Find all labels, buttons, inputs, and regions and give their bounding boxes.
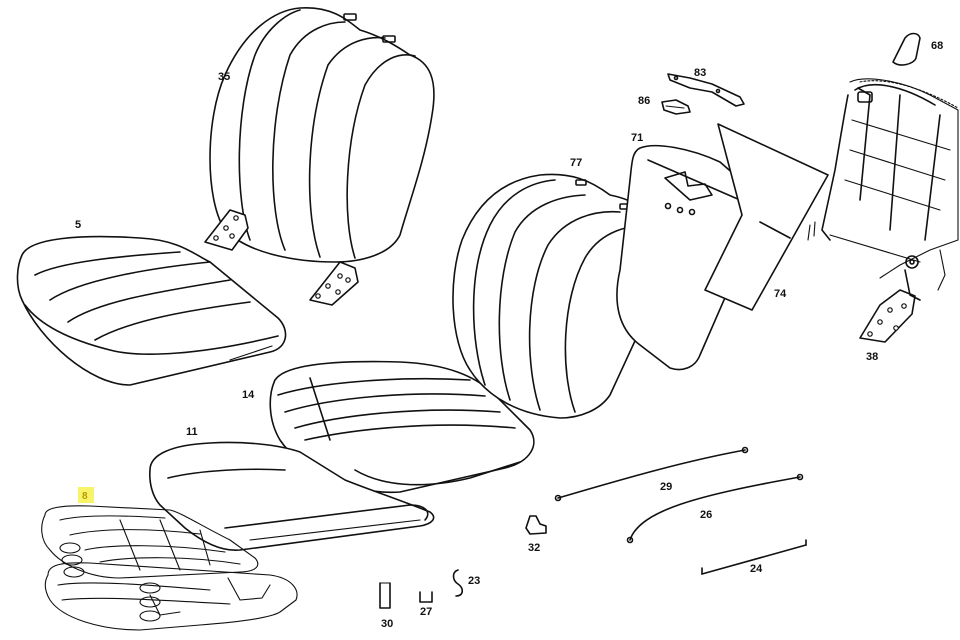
part-71-backrest-shell[interactable] (616, 144, 761, 371)
callout-77: 77 (570, 157, 582, 169)
part-11-seat-pad[interactable] (149, 441, 435, 551)
part-29-cable[interactable] (554, 446, 749, 502)
callout-38: 38 (866, 351, 878, 363)
part-68-guide-cap[interactable] (892, 32, 921, 66)
callout-35: 35 (218, 71, 230, 83)
callout-71: 71 (631, 132, 643, 144)
part-30-sleeve[interactable] (379, 582, 391, 609)
highlight-marker (78, 487, 94, 503)
callout-5: 5 (75, 219, 81, 231)
part-5-seat-cushion[interactable] (16, 235, 287, 386)
part-86-clip[interactable] (661, 99, 691, 115)
callout-26: 26 (700, 509, 712, 521)
callout-11: 11 (186, 426, 198, 438)
callout-14: 14 (242, 389, 255, 401)
part-32-clamp[interactable] (525, 515, 547, 535)
callout-30: 30 (381, 618, 393, 630)
callout-74: 74 (774, 288, 787, 300)
part-14-seat-upper[interactable] (269, 360, 535, 493)
callout-68: 68 (931, 40, 943, 52)
callout-32: 32 (528, 542, 540, 554)
part-27-clip[interactable] (419, 591, 433, 603)
part-23-spring-hook[interactable] (452, 569, 464, 597)
part-77-backrest-rear[interactable] (452, 173, 670, 419)
part-35-backrest[interactable] (204, 7, 435, 306)
callout-24: 24 (750, 563, 763, 575)
part-38-backrest-frame[interactable] (807, 78, 959, 343)
part-8-seat-frame[interactable] (41, 505, 298, 631)
callout-83: 83 (694, 67, 706, 79)
callout-8: 8 (82, 491, 88, 502)
part-26-cable[interactable] (626, 473, 804, 544)
part-74-backrest-panel[interactable] (704, 123, 829, 311)
callout-27: 27 (420, 606, 432, 618)
callout-86: 86 (638, 95, 650, 107)
callout-23: 23 (468, 575, 480, 587)
part-83-bracket[interactable] (667, 73, 745, 107)
part-24-rod[interactable] (701, 539, 807, 575)
callout-29: 29 (660, 481, 672, 493)
